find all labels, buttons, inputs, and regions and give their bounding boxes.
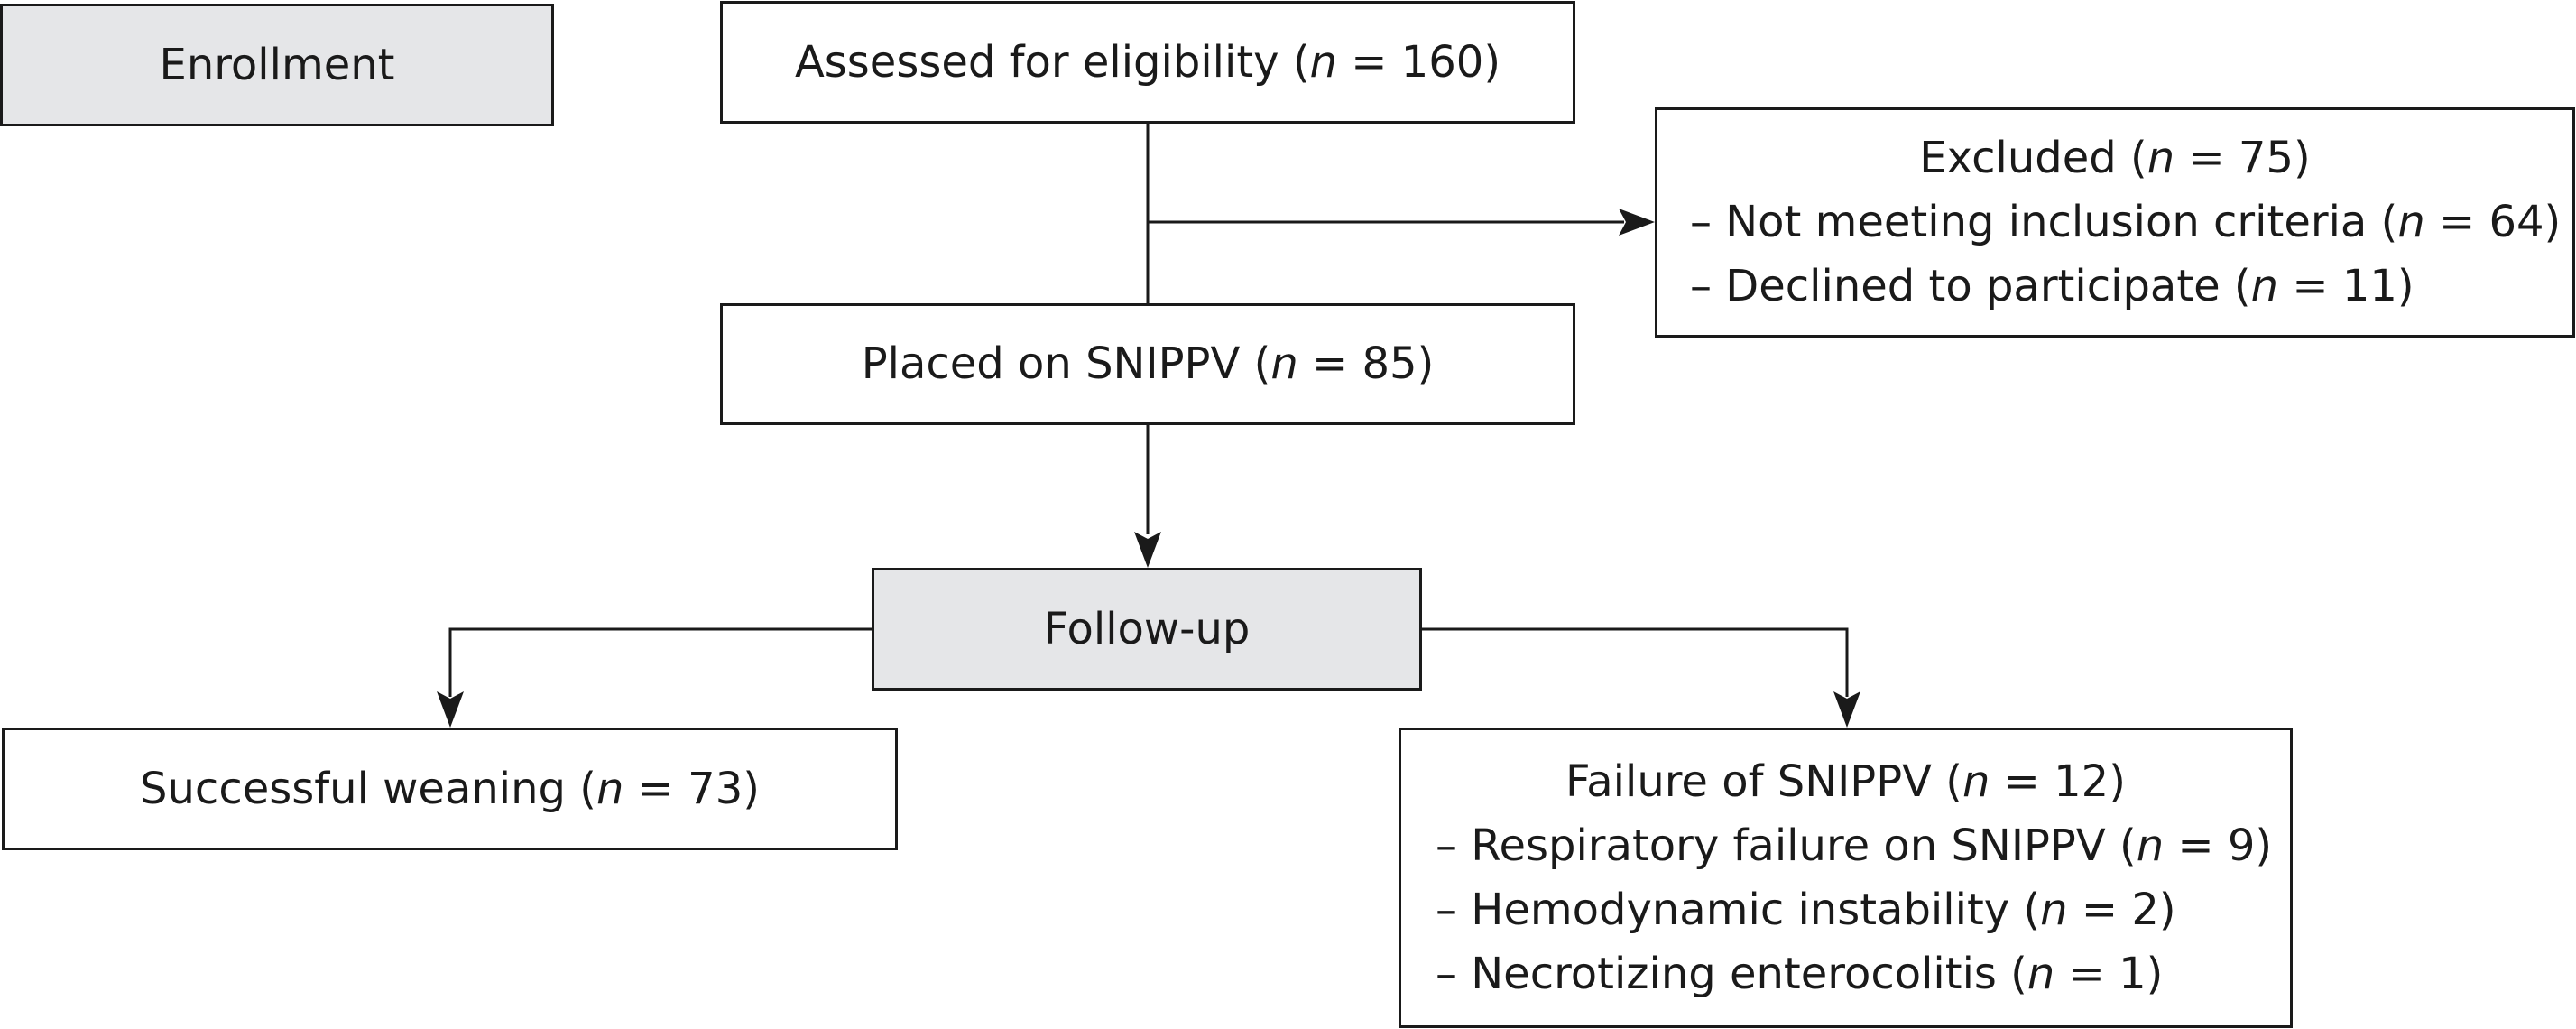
excluded-box: Excluded (n = 75) – Not meeting inclusio… <box>1655 107 2575 338</box>
excluded-title-n-symbol: n <box>2147 133 2175 183</box>
failure-box: Failure of SNIPPV (n = 12) – Respiratory… <box>1399 728 2293 1028</box>
follow-up-stage-box: Follow-up <box>872 568 1422 691</box>
success-label: Successful weaning (n = 73) <box>140 757 760 821</box>
failure-title-n-symbol: n <box>1962 756 1990 807</box>
assessed-box: Assessed for eligibility (n = 160) <box>720 1 1575 124</box>
excluded-title: Excluded (n = 75) <box>1919 126 2310 190</box>
success-suffix: = 73) <box>623 763 760 814</box>
arrowhead-excluded <box>1619 209 1655 236</box>
excluded-item-1-n-symbol: n <box>2250 261 2279 311</box>
arrowhead-success <box>437 691 464 728</box>
failure-item-1-prefix: – Hemodynamic instability ( <box>1436 884 2041 935</box>
enrollment-label: Enrollment <box>159 39 395 90</box>
success-prefix: Successful weaning ( <box>140 763 596 814</box>
arrowhead-followup <box>1134 532 1161 568</box>
assessed-n-symbol: n <box>1309 36 1337 88</box>
connector-followup-to-failure <box>1422 627 1849 697</box>
excluded-item-0-prefix: – Not meeting inclusion criteria ( <box>1690 197 2398 247</box>
failure-title-suffix: = 12) <box>1990 756 2126 807</box>
excluded-item-1-suffix: = 11) <box>2278 261 2414 311</box>
enrollment-stage-box: Enrollment <box>0 4 554 126</box>
failure-item-0-suffix: = 9) <box>2164 820 2273 871</box>
success-n-symbol: n <box>596 763 624 814</box>
failure-item-hemodynamic: – Hemodynamic instability (n = 2) <box>1436 878 2176 942</box>
placed-box: Placed on SNIPPV (n = 85) <box>720 303 1575 425</box>
placed-suffix: = 85) <box>1297 338 1435 389</box>
placed-prefix: Placed on SNIPPV ( <box>861 338 1271 389</box>
excluded-item-0-n-symbol: n <box>2397 197 2425 247</box>
failure-item-necrotizing: – Necrotizing enterocolitis (n = 1) <box>1436 942 2163 1006</box>
failure-item-0-n-symbol: n <box>2136 820 2165 871</box>
arrowhead-failure <box>1833 691 1860 728</box>
assessed-label: Assessed for eligibility (n = 160) <box>795 31 1500 95</box>
failure-item-2-n-symbol: n <box>2027 948 2055 999</box>
excluded-item-1-prefix: – Declined to participate ( <box>1690 261 2251 311</box>
excluded-item-0-suffix: = 64) <box>2424 197 2562 247</box>
excluded-item-not-meeting-criteria: – Not meeting inclusion criteria (n = 64… <box>1690 190 2561 255</box>
success-box: Successful weaning (n = 73) <box>2 728 898 850</box>
assessed-suffix: = 160) <box>1336 36 1501 88</box>
excluded-item-declined: – Declined to participate (n = 11) <box>1690 255 2414 319</box>
assessed-prefix: Assessed for eligibility ( <box>794 36 1310 88</box>
excluded-title-suffix: = 75) <box>2174 133 2311 183</box>
failure-title: Failure of SNIPPV (n = 12) <box>1565 750 2126 814</box>
failure-item-1-n-symbol: n <box>2040 884 2068 935</box>
failure-item-0-prefix: – Respiratory failure on SNIPPV ( <box>1436 820 2137 871</box>
excluded-title-prefix: Excluded ( <box>1919 133 2147 183</box>
failure-item-respiratory: – Respiratory failure on SNIPPV (n = 9) <box>1436 814 2272 878</box>
placed-label: Placed on SNIPPV (n = 85) <box>862 332 1435 396</box>
connector-followup-to-success <box>448 627 872 697</box>
placed-n-symbol: n <box>1270 338 1298 389</box>
follow-up-label: Follow-up <box>1043 603 1251 654</box>
failure-item-1-suffix: = 2) <box>2067 884 2176 935</box>
failure-item-2-suffix: = 1) <box>2054 948 2164 999</box>
failure-item-2-prefix: – Necrotizing enterocolitis ( <box>1436 948 2027 999</box>
failure-title-prefix: Failure of SNIPPV ( <box>1565 756 1962 807</box>
